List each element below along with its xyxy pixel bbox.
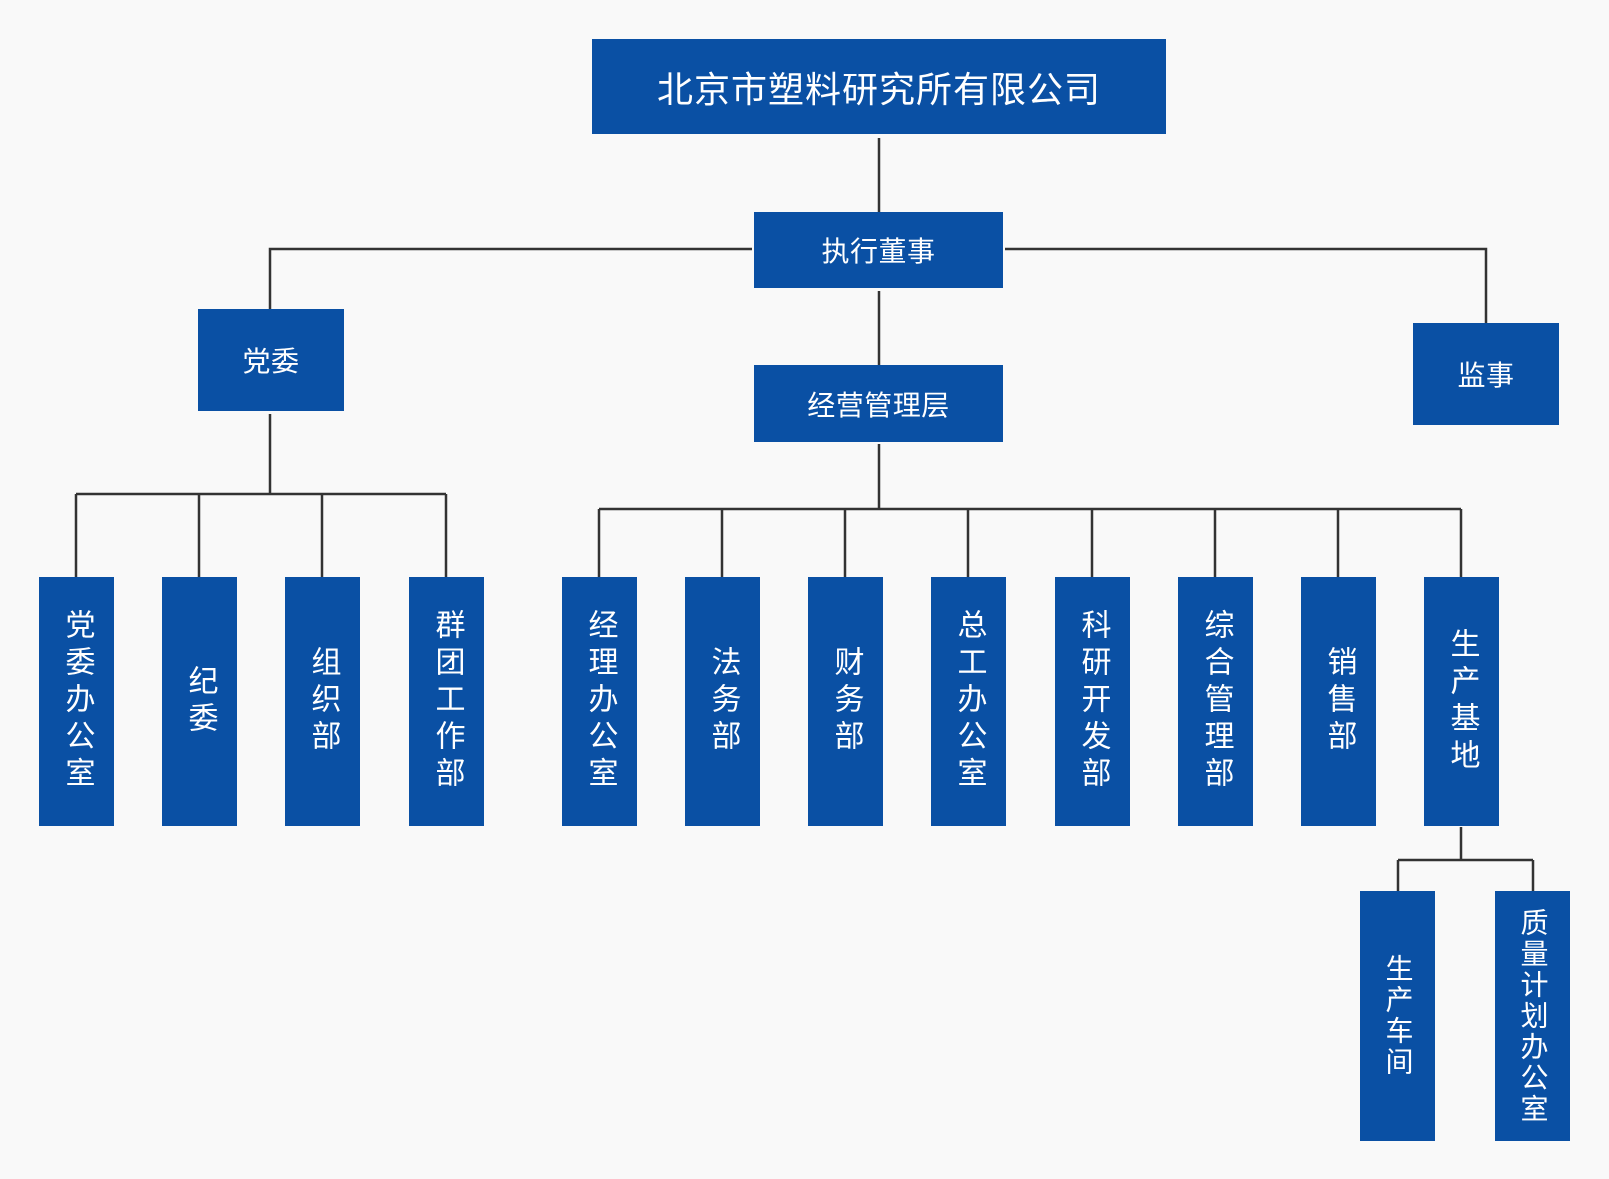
dept-chief-engineer-office: 总工办公室 [931, 577, 1006, 826]
dept-organization: 组织部 [285, 577, 360, 826]
dept-sales: 销售部 [1301, 577, 1376, 826]
dept-party-office: 党委办公室 [39, 577, 114, 826]
node-party-committee: 党委 [198, 309, 344, 411]
dept-manager-office: 经理办公室 [562, 577, 637, 826]
dept-mass-work: 群团工作部 [409, 577, 484, 826]
connector-exec-party [268, 247, 752, 309]
node-root: 北京市塑料研究所有限公司 [592, 39, 1166, 134]
unit-production-workshop: 生产车间 [1360, 891, 1435, 1141]
dept-production-base: 生产基地 [1424, 577, 1499, 826]
unit-quality-planning-office: 质量计划办公室 [1495, 891, 1570, 1141]
connector-exec-supervisor [1005, 247, 1488, 323]
connector-production-bus [1396, 827, 1535, 891]
dept-finance: 财务部 [808, 577, 883, 826]
dept-discipline-committee: 纪委 [162, 577, 237, 826]
node-supervisor: 监事 [1413, 323, 1559, 425]
dept-research-development: 科研开发部 [1055, 577, 1130, 826]
dept-general-management: 综合管理部 [1178, 577, 1253, 826]
node-management: 经营管理层 [754, 365, 1003, 442]
connector-party-bus [74, 414, 448, 577]
connector-management-bus [597, 444, 1463, 577]
dept-legal: 法务部 [685, 577, 760, 826]
node-executive-director: 执行董事 [754, 212, 1003, 288]
